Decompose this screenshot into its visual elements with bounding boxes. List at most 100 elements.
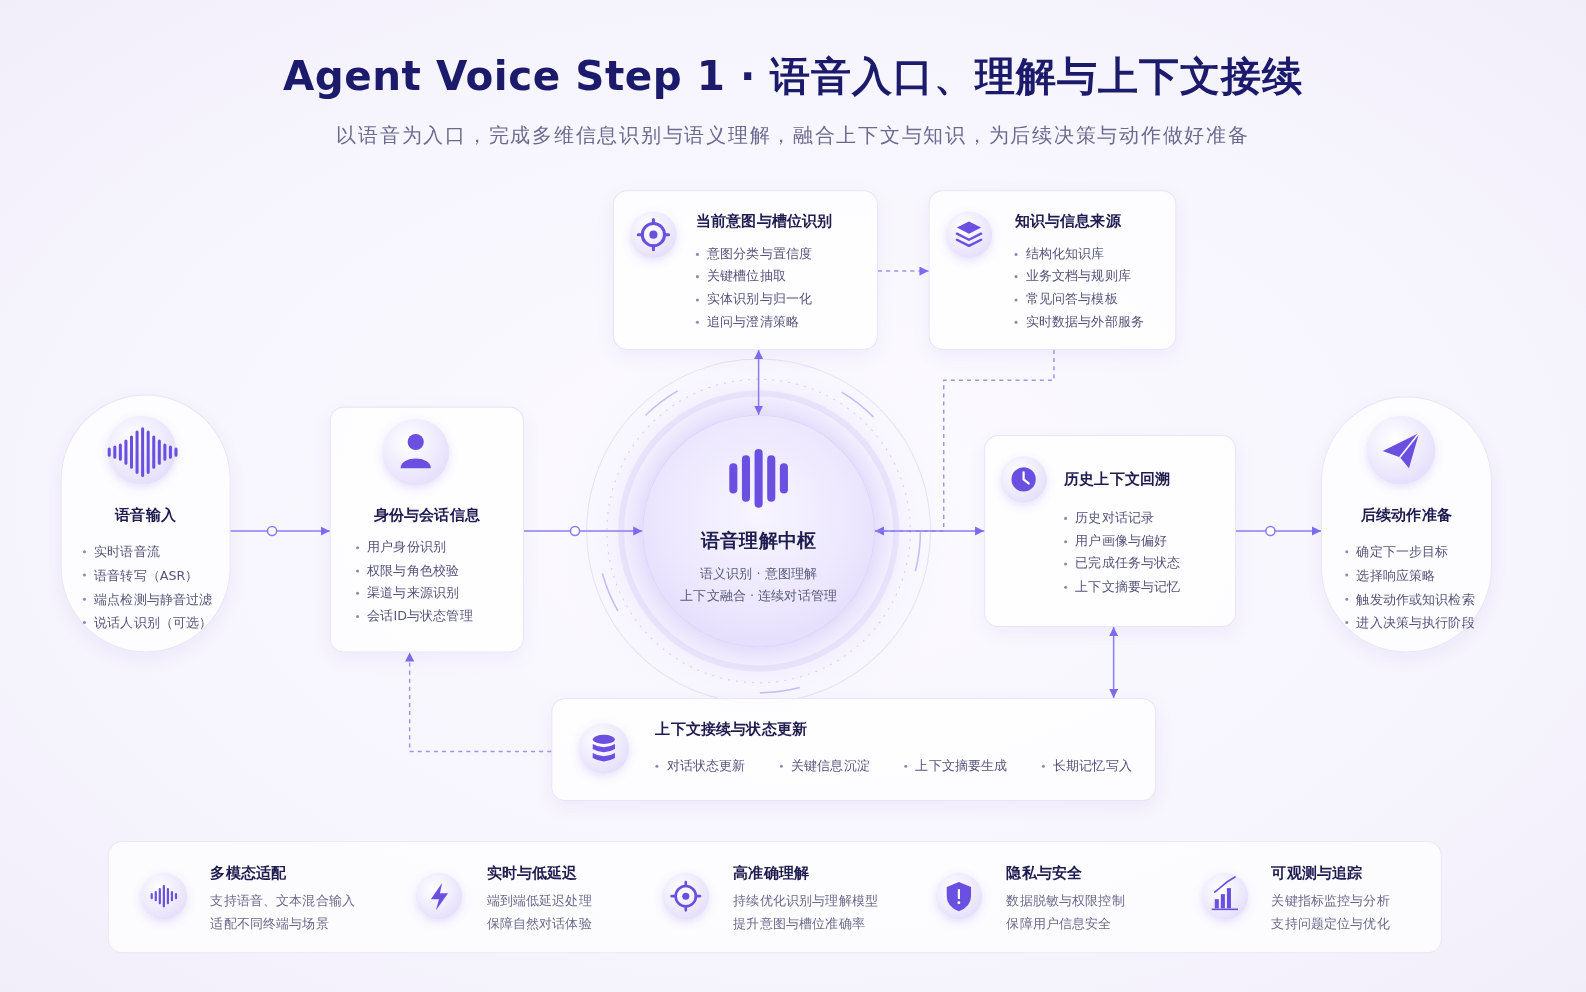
node-body: 实时语音流语音转写（ASR）端点检测与静音过滤说话人识别（可选） xyxy=(62,540,230,634)
hub-ring xyxy=(587,359,931,703)
node-heading: 语音理解中枢 xyxy=(643,528,874,552)
node-text-line: 持续优化识别与理解模型 xyxy=(733,890,935,912)
bullet-dot xyxy=(1042,764,1045,767)
bullet-text: 关键槽位抽取 xyxy=(707,265,786,288)
node-heading: 知识与信息来源 xyxy=(1015,210,1176,230)
context-card: 上下文接续与状态更新对话状态更新关键信息沉淀上下文摘要生成长期记忆写入 xyxy=(551,698,1156,801)
bullet-dot xyxy=(83,550,86,553)
node-text-line: 提升意图与槽位准确率 xyxy=(733,912,935,934)
bullet-text: 上下文摘要与记忆 xyxy=(1075,576,1180,599)
bullet-item: 实时数据与外部服务 xyxy=(1015,311,1176,334)
bullet-item: 说话人识别（可选） xyxy=(83,611,230,635)
clock-hands xyxy=(1024,472,1029,483)
bullet-item: 实体识别与归一化 xyxy=(696,288,877,311)
bullet-item: 常见问答与模板 xyxy=(1015,288,1176,311)
icon-backdrop xyxy=(579,723,630,774)
database-layer xyxy=(593,744,615,752)
node-body: 持续优化识别与理解模型提升意图与槽位准确率 xyxy=(733,890,935,935)
node-text-line: 保障用户信息安全 xyxy=(1006,912,1203,934)
bullet-text: 结构化知识库 xyxy=(1026,243,1105,266)
bullet-dot xyxy=(356,615,359,618)
node-text-line: 数据脱敏与权限控制 xyxy=(1006,890,1203,912)
bullet-item: 历史对话记录 xyxy=(1064,507,1235,530)
node-heading: 实时与低延迟 xyxy=(487,863,684,883)
dashed-connector xyxy=(878,270,929,272)
input-capsule: 语音输入实时语音流语音转写（ASR）端点检测与静音过滤说话人识别（可选） xyxy=(61,394,231,652)
node-text-line: 上下文融合 · 连续对话管理 xyxy=(643,585,874,607)
flow-connector xyxy=(231,530,330,532)
bullet-text: 确定下一步目标 xyxy=(1356,540,1448,564)
chart-bar xyxy=(1221,894,1225,908)
connector-group xyxy=(231,271,1321,751)
bullet-text: 用户身份识别 xyxy=(367,536,446,559)
bullet-item: 权限与角色校验 xyxy=(356,559,523,582)
bullet-text: 关键信息沉淀 xyxy=(791,755,870,777)
bullet-text: 渠道与来源识别 xyxy=(367,582,459,605)
bullet-text: 对话状态更新 xyxy=(667,755,746,777)
node-body: 意图分类与置信度关键槽位抽取实体识别与归一化追问与澄清策略 xyxy=(696,243,877,334)
bullet-item: 进入决策与执行阶段 xyxy=(1345,611,1491,635)
plane-fold xyxy=(1400,433,1419,457)
bullet-dot xyxy=(1345,550,1348,553)
bullet-text: 触发动作或知识检索 xyxy=(1356,587,1474,611)
dashed-connector xyxy=(410,652,552,751)
node-heading: 语音输入 xyxy=(62,505,230,525)
bullet-item: 端点检测与静音过滤 xyxy=(83,587,230,611)
bullet-dot xyxy=(356,569,359,572)
clock-icon xyxy=(1011,467,1035,491)
bullet-text: 长期记忆写入 xyxy=(1053,755,1132,777)
bullet-dot xyxy=(83,598,86,601)
bullet-dot xyxy=(356,592,359,595)
shield-icon xyxy=(947,882,971,911)
bullet-dot xyxy=(696,275,699,278)
bullet-text: 追问与澄清策略 xyxy=(707,311,799,334)
icon-backdrop xyxy=(382,419,449,486)
flow-connector xyxy=(758,350,760,415)
target-ticks xyxy=(672,882,700,910)
icon-backdrops xyxy=(107,211,1435,919)
node-text-line: 端到端低延迟处理 xyxy=(487,890,684,912)
bullet-text: 实时数据与外部服务 xyxy=(1026,311,1144,334)
target-ticks xyxy=(638,219,668,249)
action-capsule: 后续动作准备确定下一步目标选择响应策略触发动作或知识检索进入决策与执行阶段 xyxy=(1321,397,1492,653)
bullet-dot xyxy=(1064,517,1067,520)
feature-item: 隐私与安全数据脱敏与权限控制保障用户信息安全 xyxy=(1006,863,1203,944)
node-heading: 当前意图与槽位识别 xyxy=(696,210,877,230)
connector-joint xyxy=(1266,526,1275,535)
bullet-dot xyxy=(1015,253,1018,256)
hub-ring-accent xyxy=(597,369,921,693)
node-body: 关键指标监控与分析支持问题定位与优化 xyxy=(1271,890,1433,935)
chart-bar xyxy=(1227,888,1231,908)
connector-joint xyxy=(570,526,579,535)
connector-joint xyxy=(268,526,277,535)
icon-backdrop xyxy=(141,873,188,920)
flow-connector xyxy=(875,530,984,532)
icon-backdrop xyxy=(1202,873,1249,920)
node-body: 确定下一步目标选择响应策略触发动作或知识检索进入决策与执行阶段 xyxy=(1322,540,1491,634)
node-body: 用户身份识别权限与角色校验渠道与来源识别会话ID与状态管理 xyxy=(331,536,523,628)
bullet-text: 实时语音流 xyxy=(94,540,160,564)
bullet-item: 关键槽位抽取 xyxy=(696,265,877,288)
bullet-item: 意图分类与置信度 xyxy=(696,243,877,266)
intent-card: 当前意图与槽位识别意图分类与置信度关键槽位抽取实体识别与归一化追问与澄清策略 xyxy=(613,190,878,350)
icon-backdrop xyxy=(416,873,463,920)
person-icon xyxy=(401,434,431,468)
node-heading: 高准确理解 xyxy=(733,863,935,883)
chart-bar xyxy=(1215,899,1219,908)
bullet-text: 用户画像与偏好 xyxy=(1075,530,1167,553)
target-ring xyxy=(676,886,696,906)
bullet-text: 进入决策与执行阶段 xyxy=(1356,611,1474,635)
node-heading: 后续动作准备 xyxy=(1322,505,1491,525)
bullet-text: 语音转写（ASR） xyxy=(94,564,198,588)
node-text-line: 支持问题定位与优化 xyxy=(1271,912,1433,934)
hub-circle: 语音理解中枢语义识别 · 意图理解上下文融合 · 连续对话管理 xyxy=(642,415,875,648)
feature-item: 高准确理解持续优化识别与理解模型提升意图与槽位准确率 xyxy=(733,863,935,944)
shield-body xyxy=(947,882,971,911)
bullet-dot xyxy=(1345,621,1348,624)
icon-backdrop xyxy=(107,416,176,485)
flow-connector xyxy=(1113,627,1115,698)
bullet-text: 权限与角色校验 xyxy=(367,559,459,582)
chart-axis xyxy=(1212,909,1238,911)
feature-item: 可观测与追踪关键指标监控与分析支持问题定位与优化 xyxy=(1271,863,1433,944)
icon-backdrop xyxy=(1000,456,1047,503)
